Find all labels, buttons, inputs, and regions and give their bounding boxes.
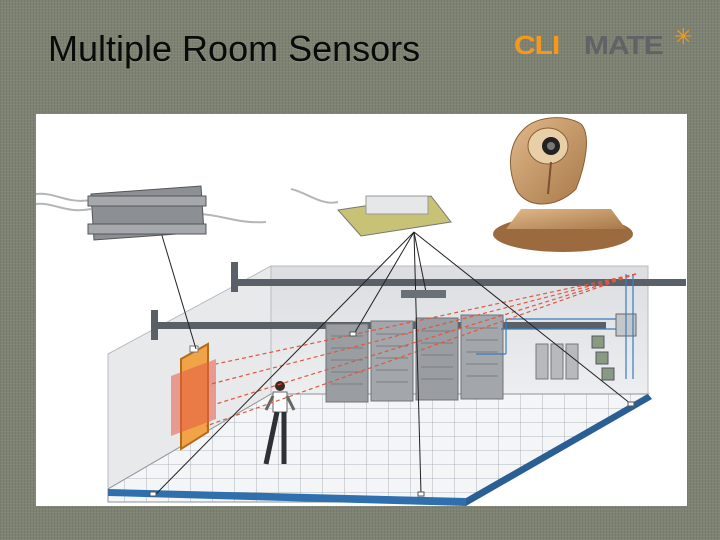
sensor-sight-lines: [153, 208, 632, 495]
ceiling-sensor-module: [290, 188, 452, 237]
slide-title: Multiple Room Sensors: [48, 28, 421, 69]
floor-base-edge: [108, 489, 466, 506]
rail-post-front: [151, 310, 158, 340]
rail-post-left: [231, 262, 238, 292]
detection-zone: [171, 359, 216, 436]
camera-sensor: [493, 117, 633, 252]
ceiling-rail-back: [231, 279, 686, 286]
server-cabinets: [325, 314, 504, 403]
logo-star-icon: ✳: [674, 24, 693, 49]
room-diagram: [36, 117, 686, 506]
logo-text-mate: MATE: [584, 32, 664, 61]
floor-side-edge: [466, 394, 652, 506]
room-sensors-illustration: [36, 114, 687, 506]
climate-logo: CLI MATE ✳: [514, 24, 694, 72]
ceiling-sensor-mount: [401, 290, 446, 298]
wall-sensor-module: [36, 185, 267, 241]
person-figure: [263, 381, 296, 465]
floor-sensor-points: [149, 331, 635, 497]
sensor-wires: [476, 274, 634, 379]
logo-text-cli: CLI: [514, 32, 560, 61]
